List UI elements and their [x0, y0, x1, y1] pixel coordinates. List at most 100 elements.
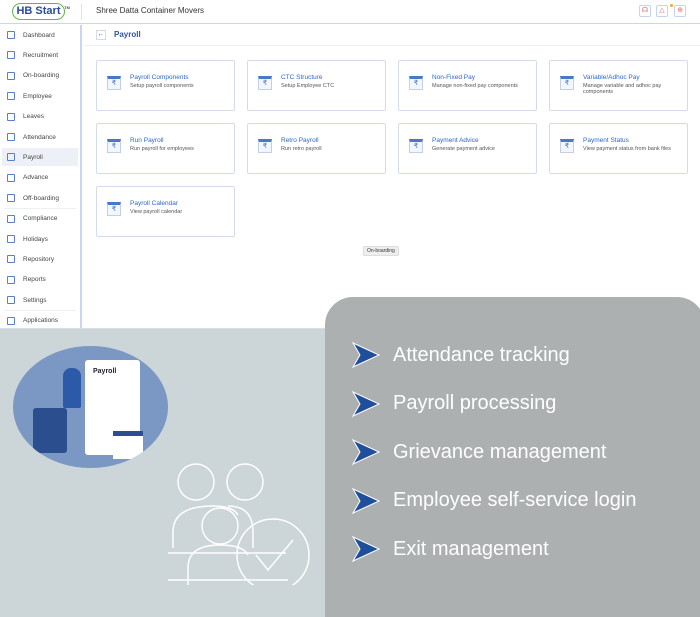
- recruitment-icon: [7, 51, 15, 60]
- card-description: Generate payment advice: [432, 146, 495, 152]
- sidebar-item-label: Holidays: [23, 235, 48, 243]
- card-description: Setup payroll components: [130, 83, 194, 89]
- back-arrow-icon[interactable]: ←: [96, 30, 106, 40]
- notification-dot: [670, 4, 673, 7]
- chevron-right-icon: [351, 535, 381, 563]
- sidebar-item-holidays[interactable]: Holidays: [2, 230, 78, 248]
- rupee-calendar-icon: ₹: [107, 76, 121, 90]
- feature-item: Grievance management: [351, 438, 606, 466]
- card-title: Payroll Calendar: [130, 200, 179, 207]
- sidebar-item-leaves[interactable]: Leaves: [2, 108, 78, 126]
- sidebar-item-label: Repository: [23, 255, 55, 263]
- dashboard-icon: [7, 31, 15, 39]
- lock-icon[interactable]: ⊕: [674, 5, 686, 17]
- person-image: [63, 368, 81, 408]
- card-description: Manage non-fixed pay components: [432, 83, 518, 89]
- page-title: Payroll: [114, 30, 141, 39]
- sidebar-divider: [4, 207, 76, 209]
- calculator-image: [33, 408, 67, 453]
- chevron-right-icon: [351, 438, 381, 466]
- tooltip: On-boarding: [363, 246, 399, 256]
- sidebar-item-advance[interactable]: Advance: [2, 169, 78, 187]
- advance-icon: [7, 173, 15, 182]
- card-title: Payment Advice: [432, 137, 479, 144]
- sidebar-item-label: Off-boarding: [23, 194, 60, 202]
- sidebar-item-label: Employee: [23, 92, 52, 100]
- card-description: Run retro payroll: [281, 146, 322, 152]
- rupee-calendar-icon: ₹: [258, 139, 272, 153]
- rupee-calendar-icon: ₹: [409, 139, 423, 153]
- sidebar-item-repository[interactable]: Repository: [2, 250, 78, 268]
- feature-item: Employee self-service login: [351, 487, 636, 515]
- sidebar-item-offboarding[interactable]: Off-boarding: [2, 189, 78, 207]
- card-title: CTC Structure: [281, 74, 323, 81]
- company-name: Shree Datta Container Movers: [96, 6, 205, 15]
- feature-label: Attendance tracking: [393, 343, 570, 366]
- onboarding-icon: [7, 71, 15, 80]
- sidebar-item-settings[interactable]: Settings: [2, 291, 78, 309]
- team-check-icon: [168, 463, 310, 585]
- applications-icon: [7, 316, 15, 325]
- compliance-icon: [7, 214, 15, 223]
- settings-icon: [7, 296, 15, 305]
- card-description: View payroll calendar: [130, 209, 183, 215]
- card-title: Run Payroll: [130, 137, 164, 144]
- feature-label: Grievance management: [393, 440, 607, 463]
- feature-label: Employee self-service login: [393, 489, 637, 511]
- card-description: Manage variable and adhoc pay components: [583, 83, 662, 95]
- sidebar-item-dashboard[interactable]: Dashboard: [2, 26, 78, 44]
- sidebar-divider: [4, 309, 76, 311]
- sidebar-item-label: Reports: [23, 276, 46, 284]
- sidebar-item-label: Leaves: [23, 113, 44, 121]
- card-title: Payment Status: [583, 137, 629, 144]
- rupee-calendar-icon: ₹: [560, 76, 574, 90]
- sidebar-item-employee[interactable]: Employee: [2, 87, 78, 105]
- feature-item: Attendance tracking: [351, 341, 570, 369]
- sidebar-item-recruitment[interactable]: Recruitment: [2, 46, 78, 64]
- card-description: Setup Employee CTC: [281, 83, 335, 89]
- attendance-icon: [7, 133, 15, 141]
- header-divider: [81, 4, 82, 20]
- sidebar-item-label: Dashboard: [23, 31, 55, 39]
- support-icon[interactable]: ☊: [639, 5, 651, 17]
- repository-icon: [7, 255, 15, 264]
- sidebar-item-attendance[interactable]: Attendance: [2, 128, 78, 146]
- rupee-calendar-icon: ₹: [107, 202, 121, 216]
- sidebar-item-label: Payroll: [23, 153, 43, 161]
- page-header: ← Payroll: [84, 25, 700, 46]
- sidebar-item-label: Applications: [23, 317, 59, 325]
- sidebar-item-reports[interactable]: Reports: [2, 271, 78, 289]
- sidebar-item-label: On-boarding: [23, 72, 60, 80]
- feature-item: Exit management: [351, 535, 549, 563]
- leaves-icon: [7, 112, 15, 121]
- card-title: Variable/Adhoc Pay: [583, 74, 640, 81]
- sidebar-item-label: Advance: [23, 174, 49, 182]
- payroll-illustration: Payroll: [13, 346, 168, 468]
- sidebar-item-applications[interactable]: Applications: [2, 312, 78, 328]
- holidays-icon: [7, 235, 15, 243]
- bell-icon[interactable]: △: [656, 5, 668, 17]
- reports-icon: [7, 275, 15, 284]
- logo-tm: TM: [64, 5, 70, 10]
- payroll-icon: [7, 153, 15, 162]
- sidebar-item-onboarding[interactable]: On-boarding: [2, 67, 78, 85]
- rupee-calendar-icon: ₹: [258, 76, 272, 90]
- sidebar-item-compliance[interactable]: Compliance: [2, 210, 78, 228]
- sidebar-item-label: Recruitment: [23, 51, 59, 59]
- offboarding-icon: [7, 194, 15, 203]
- sidebar-item-payroll[interactable]: Payroll: [2, 148, 78, 167]
